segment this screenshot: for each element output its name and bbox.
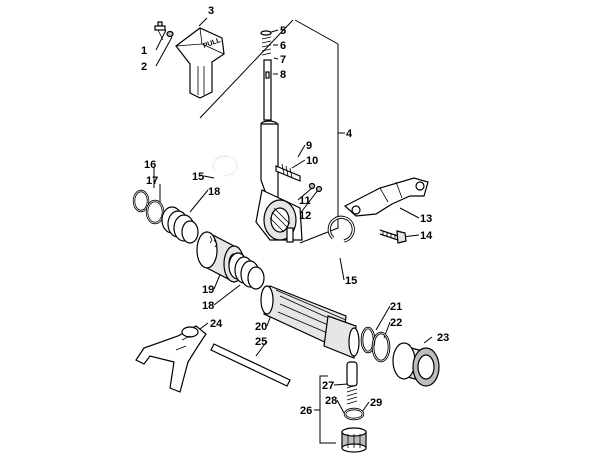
shift-knob-part: PULL [175,27,225,99]
callout-28: 28 [325,395,337,407]
screw-part [154,21,174,41]
snap-ring-15a [212,155,238,177]
callout-6: 6 [280,40,286,52]
callout-26: 26 [300,405,312,417]
bearing-23 [392,342,440,387]
callout-17: 17 [146,175,158,187]
callout-8: 8 [280,69,286,81]
lever-shaft-part [260,30,272,121]
callout-10: 10 [306,155,318,167]
callout-5: 5 [280,25,286,37]
callout-15-right: 15 [345,275,357,287]
callout-23: 23 [437,332,449,344]
callout-18-upper: 18 [208,186,220,198]
detent-part [275,163,323,193]
callout-21: 21 [390,301,402,313]
callout-29: 29 [370,397,382,409]
callout-9: 9 [306,140,312,152]
callout-12: 12 [299,210,311,222]
needle-bearing-18b [228,252,265,290]
callout-24: 24 [210,318,223,330]
callout-25: 25 [255,336,267,348]
shift-rod-25 [210,343,291,387]
callout-1: 1 [141,45,147,57]
callout-3: 3 [208,5,214,17]
callout-16: 16 [144,159,156,171]
callout-14: 14 [420,230,433,242]
callout-15-top: 15 [192,171,204,183]
snap-ring-15b [327,215,355,243]
callout-18-lower: 18 [202,300,214,312]
callout-27: 27 [322,380,334,392]
shift-fork-24 [135,325,207,393]
needle-bearing-18a [161,206,199,244]
callout-labels: 1 2 3 4 5 6 7 8 9 10 11 12 13 14 15 15 1… [141,5,449,417]
callout-13: 13 [420,213,432,225]
bracket-part [343,177,429,244]
callout-19: 19 [202,284,214,296]
callout-20: 20 [255,321,267,333]
shift-lever-part [255,120,303,243]
rings-21-22 [360,326,391,363]
callout-22: 22 [390,317,402,329]
callout-7: 7 [280,54,286,66]
plunger-group [341,361,367,453]
rings-16-17 [132,189,165,225]
splined-shaft-20 [260,285,360,359]
callout-11: 11 [299,195,311,207]
callout-2: 2 [141,61,147,73]
callout-4: 4 [346,128,353,140]
